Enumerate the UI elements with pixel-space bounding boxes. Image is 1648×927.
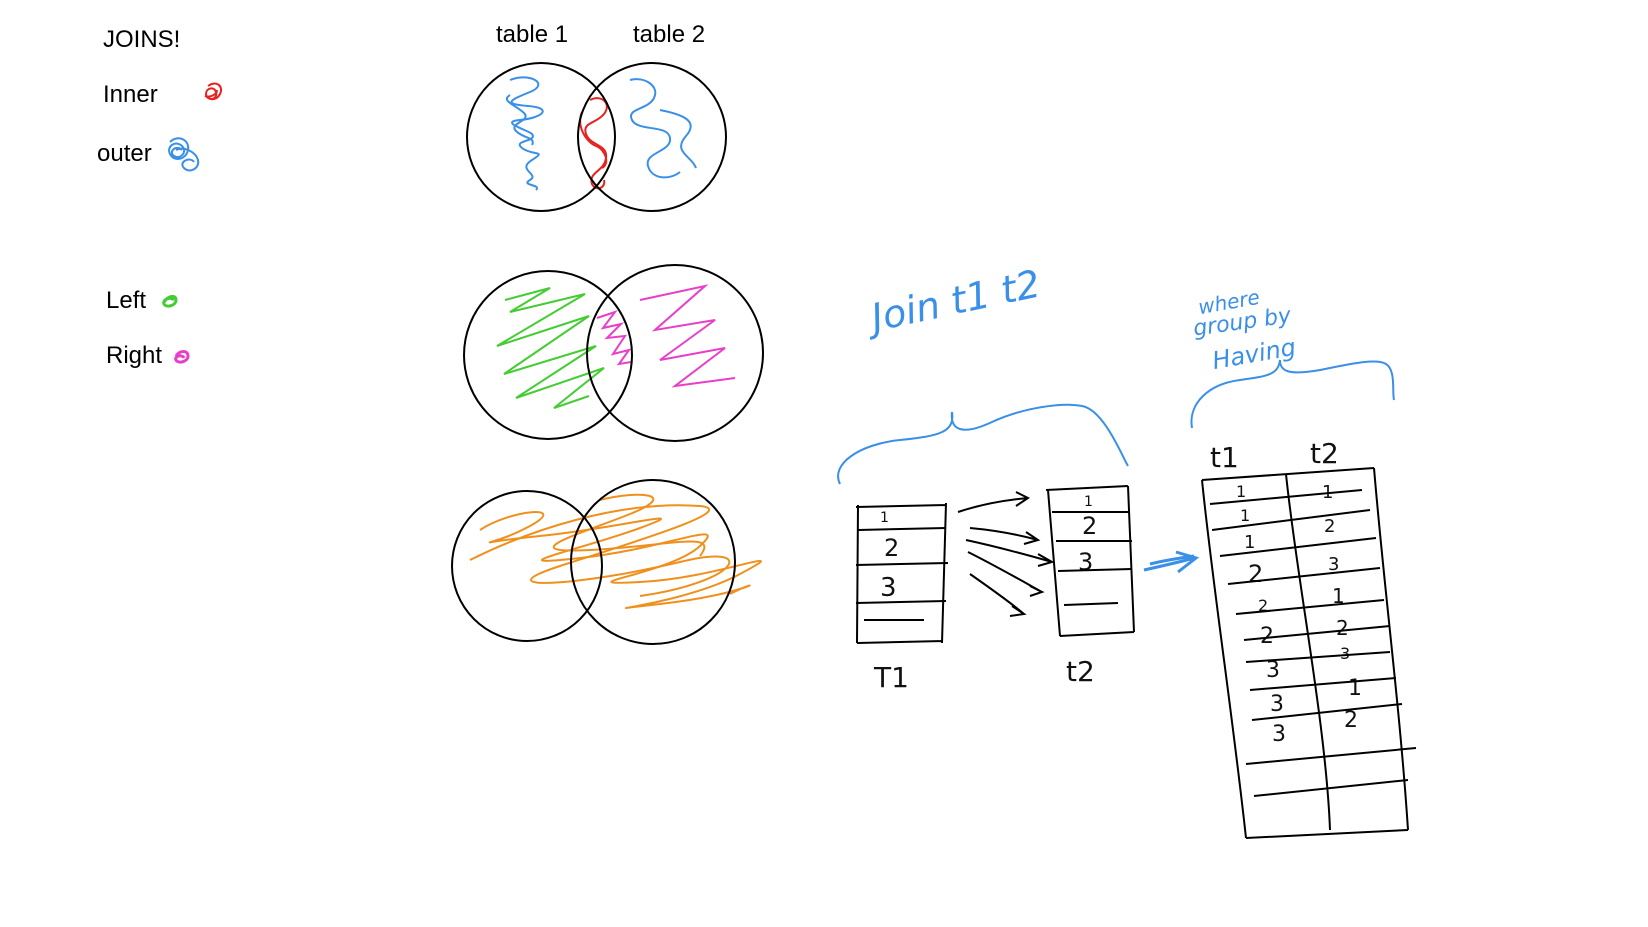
- right-swatch-icon: [174, 350, 190, 364]
- result-cell: 2: [1344, 708, 1358, 733]
- t2-cell: 2: [1082, 512, 1098, 540]
- legend-right-label: Right: [106, 342, 163, 369]
- legend-left-label: Left: [106, 287, 147, 314]
- result-cell: 3: [1328, 554, 1340, 575]
- clauses-brace: [1190, 359, 1395, 429]
- result-cell: 3: [1272, 722, 1286, 747]
- venn-inner-outer: [466, 62, 727, 212]
- venn-table1-label: table 1: [496, 21, 569, 48]
- left-swatch-icon: [162, 294, 178, 308]
- joins-title: JOINS!: [103, 26, 181, 53]
- small-table-t2: [1045, 485, 1135, 637]
- t1-cell: 1: [880, 510, 889, 526]
- venn2-pink-scribble: [596, 284, 736, 388]
- venn-full: [451, 479, 762, 645]
- t1-caption: T1: [874, 661, 909, 694]
- t1-cell: 2: [884, 534, 900, 562]
- t1-cell: 3: [880, 573, 897, 603]
- t2-caption: t2: [1066, 655, 1095, 688]
- result-cell: 2: [1336, 616, 1349, 640]
- result-cell: 1: [1332, 584, 1345, 608]
- inner-swatch-icon: [204, 82, 222, 101]
- t2-cell: 1: [1084, 494, 1093, 510]
- result-table: [1201, 467, 1417, 839]
- result-header-t1: t1: [1210, 441, 1239, 474]
- result-cell: 1: [1348, 676, 1362, 701]
- legend-outer-label: outer: [97, 140, 152, 167]
- result-cell: 1: [1240, 506, 1251, 525]
- result-cell: 1: [1244, 532, 1256, 553]
- venn1-blue-scribble: [505, 76, 697, 191]
- t2-cell: 3: [1078, 548, 1094, 576]
- result-cell: 3: [1340, 644, 1351, 663]
- result-header-t2: t2: [1310, 437, 1339, 470]
- result-cell: 2: [1258, 596, 1269, 615]
- result-cell: 3: [1270, 692, 1284, 717]
- venn-left-right: [463, 264, 764, 442]
- join-brace: [837, 403, 1129, 485]
- legend-inner-label: Inner: [103, 81, 158, 108]
- result-cell: 3: [1266, 658, 1280, 683]
- row-mapping-arrows: [957, 491, 1055, 617]
- venn2-green-scribble: [496, 287, 605, 409]
- result-cell: 1: [1236, 482, 1247, 501]
- small-table-t1: [855, 502, 949, 644]
- outer-swatch-icon: [168, 137, 200, 172]
- result-arrow-icon: [1143, 550, 1200, 574]
- result-cell: 2: [1324, 516, 1336, 537]
- venn3-orange-scribble: [469, 493, 762, 609]
- venn1-red-scribble: [579, 97, 608, 190]
- result-cell: 2: [1260, 624, 1274, 649]
- venn-table2-label: table 2: [633, 21, 706, 48]
